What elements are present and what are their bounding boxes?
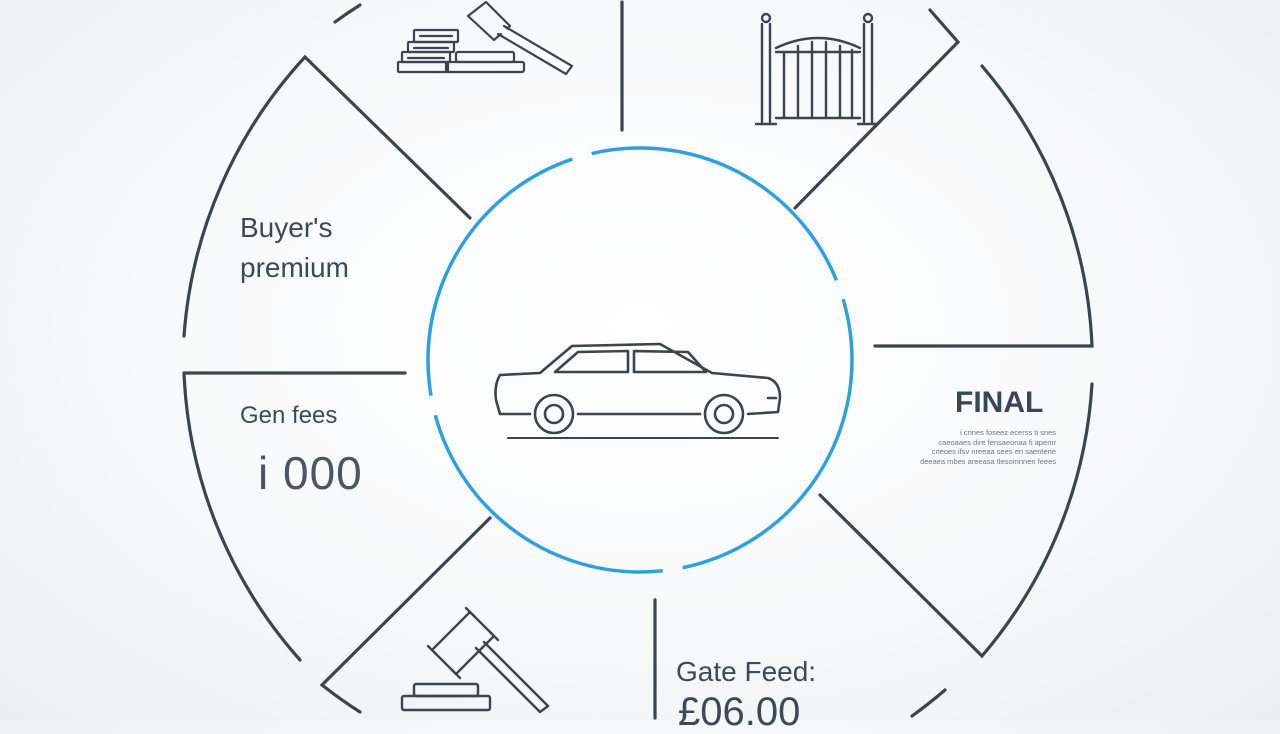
buyers-premium-label: Buyer's premium (240, 208, 349, 288)
segment-outline-buyers-premium (182, 54, 472, 338)
final-line-1: i cnnes foseez ecerss ti snes (960, 428, 1056, 437)
gate-fees-value: £06.00 (678, 690, 801, 734)
segment-outline-top-left (333, 3, 362, 24)
final-description: i cnnes foseez ecerss ti snes caeoaaes d… (894, 428, 1056, 466)
car-icon (494, 342, 782, 439)
final-line-3: cneoes ifsv nreeaa sees en saentene (931, 447, 1056, 456)
inner-circle (426, 146, 854, 574)
coins-gavel-icon (396, 0, 574, 76)
gate-icon (754, 12, 880, 126)
buyers-premium-line2: premium (240, 252, 349, 283)
gate-fees-title: Gate Feed: (676, 656, 817, 687)
segment-outline-auction (319, 516, 492, 714)
gavel-icon (400, 606, 550, 714)
final-line-2: caeoaaes dire fensaeonaa fi apemr (938, 437, 1056, 447)
segment-outline-final (818, 382, 1094, 659)
final-title: FINAL (955, 386, 1044, 419)
general-fees-value: i 000 (258, 447, 363, 499)
segment-outline-general-fees (182, 371, 407, 662)
segment-outline-right-upper (873, 64, 1094, 348)
segment-outline-bottom-right (910, 688, 947, 718)
general-fees-title: Gen fees (240, 402, 338, 429)
segment-outline-storage (793, 8, 961, 210)
final-line-4: deeaea mbes areeasa tlesomnnen feees (920, 456, 1056, 466)
outer-ring (182, 0, 1094, 720)
buyers-premium-line1: Buyer's (240, 212, 333, 243)
